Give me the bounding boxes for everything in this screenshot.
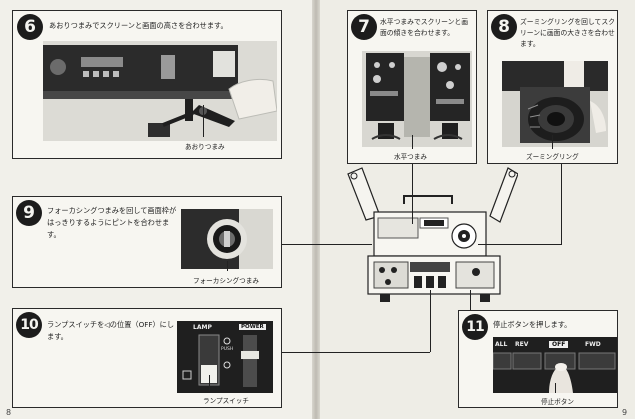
left-page-number: 8 [6, 408, 12, 417]
step-10-illustration [182, 334, 259, 387]
step-6-photo [43, 41, 277, 141]
step-7-box: 7 水平つまみでスクリーンと画面の傾きを合わせます。 [347, 10, 477, 164]
fwd-label: FWD [585, 341, 601, 348]
leader-8 [561, 164, 562, 244]
step-8-box: 8 ズーミングリングを回してスクリーンに画面の大きさを合わせます。 ズーミングリ… [487, 10, 618, 164]
leader-8-h [478, 244, 562, 245]
step-8-photo [502, 61, 608, 147]
leader-11-v [470, 290, 471, 310]
step-10-text: ランプスイッチを◁の位置（OFF）にします。 [47, 320, 175, 341]
step-10-number: 10 [16, 312, 42, 338]
step-10-caption: ランプスイッチ [203, 397, 249, 405]
projector-illustration [340, 160, 519, 310]
step-7-illustration [362, 51, 472, 147]
right-page-number: 9 [622, 408, 628, 417]
step-8-leader [552, 135, 553, 149]
step-9-box: 9 フォーカシングつまみを回して画面枠がはっきりするようにピントを合わせます。 … [12, 196, 282, 288]
step-7-photo [362, 51, 472, 147]
page-gutter [312, 0, 320, 419]
step-9-leader [227, 261, 228, 271]
step-11-number: 11 [462, 314, 488, 340]
step-8-illustration [502, 61, 608, 147]
leader-10-h [282, 352, 430, 353]
lamp-label: LAMP [193, 324, 212, 331]
all-label: ALL [495, 341, 508, 348]
leader-7 [412, 164, 413, 224]
step-7-number: 7 [351, 14, 377, 40]
step-7-caption: 水平つまみ [394, 153, 427, 161]
step-10-leader [209, 375, 210, 391]
step-8-text: ズーミングリングを回してスクリーンに画面の大きさを合わせます。 [520, 18, 615, 48]
step-11-box: 11 停止ボタンを押します。 ALL REV OFF FWD 停止ボタン [458, 310, 618, 408]
step-6-leader [203, 105, 204, 137]
step-6-box: 6 あおりつまみでスクリーンと画面の高さを合わせます。 [12, 10, 282, 159]
step-8-caption: ズーミングリング [526, 153, 579, 161]
step-6-number: 6 [17, 14, 43, 40]
step-11-leader [555, 383, 556, 393]
leader-9 [282, 244, 372, 245]
step-7-leader [412, 135, 413, 149]
power-label: POWER [239, 324, 266, 330]
step-6-illustration [43, 41, 277, 141]
step-9-illustration [181, 209, 273, 269]
step-6-text: あおりつまみでスクリーンと画面の高さを合わせます。 [49, 21, 228, 30]
leader-10-v [430, 290, 431, 352]
step-9-caption: フォーカシングつまみ [193, 277, 259, 285]
step-7-text: 水平つまみでスクリーンと画面の傾きを合わせます。 [380, 18, 469, 37]
step-9-number: 9 [16, 200, 42, 226]
step-11-text: 停止ボタンを押します。 [493, 320, 572, 329]
rev-label: REV [515, 341, 529, 348]
step-6-caption: あおりつまみ [185, 143, 225, 151]
step-8-number: 8 [491, 14, 517, 40]
projector-drawing [347, 167, 519, 302]
step-10-box: 10 ランプスイッチを◁の位置（OFF）にします。 LAMP POWER PUS… [12, 308, 282, 408]
step-10-photo: LAMP POWER PUSH [177, 321, 273, 393]
push-label: PUSH [221, 347, 234, 352]
off-label: OFF [549, 341, 569, 348]
step-11-caption: 停止ボタン [541, 398, 574, 406]
step-9-photo [181, 209, 273, 269]
step-9-text: フォーカシングつまみを回して画面枠がはっきりするようにピントを合わせます。 [47, 206, 177, 239]
